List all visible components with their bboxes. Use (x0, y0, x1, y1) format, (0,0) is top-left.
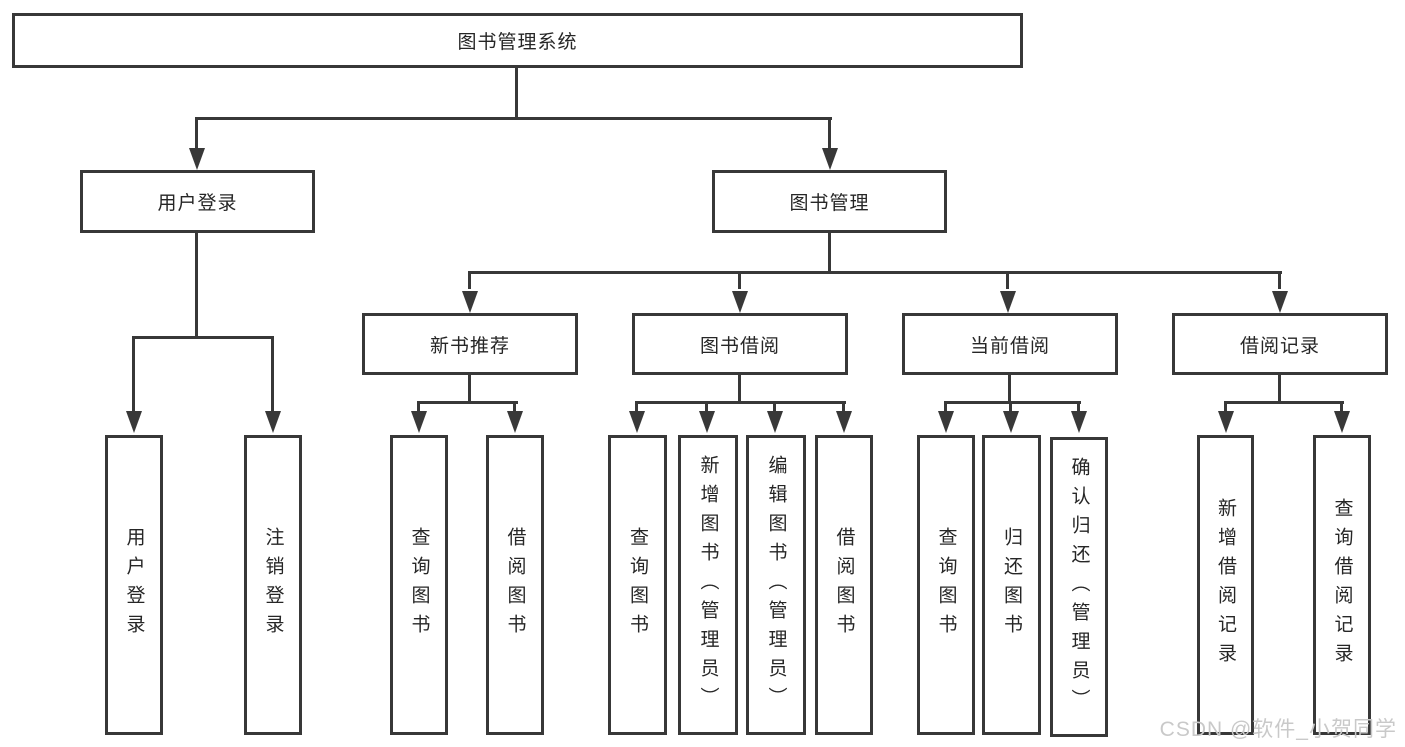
node-user-login: 用户登录 (80, 170, 315, 233)
arrow-down-icon (732, 291, 748, 313)
connector-drop-leaf (417, 403, 420, 413)
leaf-logout: 注销登录 (244, 435, 302, 735)
connector-current-borrow-branch (944, 401, 1081, 404)
connector-drop-leaf (1077, 403, 1080, 413)
leaf-return-books: 归还图书 (982, 435, 1041, 735)
connector-drop-book-mgmt (828, 118, 831, 150)
node-book-management: 图书管理 (712, 170, 947, 233)
connector-drop-leaf (944, 403, 947, 413)
arrow-down-icon (767, 411, 783, 433)
leaf-user-login: 用户登录 (105, 435, 163, 735)
leaf-label: 查询图书 (627, 527, 648, 643)
leaf-query-books-recommend: 查询图书 (390, 435, 448, 735)
leaf-label: 查询借阅记录 (1331, 498, 1353, 672)
leaf-confirm-return-admin: 确认归还（管理员） (1050, 437, 1108, 737)
arrow-down-icon (1272, 291, 1288, 313)
leaf-query-borrow-record: 查询借阅记录 (1313, 435, 1371, 735)
arrow-down-icon (836, 411, 852, 433)
leaf-add-borrow-record: 新增借阅记录 (1197, 435, 1254, 735)
connector-drop-new-book (468, 273, 471, 289)
connector-drop-book-borrow (738, 273, 741, 289)
node-current-borrowing: 当前借阅 (902, 313, 1118, 375)
connector-drop-login-leaf (132, 338, 135, 412)
node-label: 用户登录 (157, 193, 238, 214)
connector-drop-borrow-record (1278, 273, 1281, 289)
connector-book-mgmt-stub (828, 233, 831, 273)
arrow-down-icon (265, 411, 281, 433)
node-label: 图书借阅 (699, 335, 780, 357)
leaf-borrow-books-recommend: 借阅图书 (486, 435, 544, 735)
connector-drop-leaf (635, 403, 638, 413)
leaf-label: 归还图书 (1001, 527, 1022, 643)
arrow-down-icon (126, 411, 142, 433)
leaf-borrow-books-borrowing: 借阅图书 (815, 435, 873, 735)
arrow-down-icon (629, 411, 645, 433)
connector-drop-leaf (705, 403, 708, 413)
leaf-label: 查询图书 (935, 527, 957, 643)
connector-book-mgmt-branch (468, 271, 1282, 274)
leaf-add-book-admin: 新增图书（管理员） (678, 435, 738, 735)
connector-drop-current-borrow (1006, 273, 1009, 289)
arrow-down-icon (507, 411, 523, 433)
leaf-label: 编辑图书（管理员） (765, 454, 787, 716)
leaf-label: 确认归还（管理员） (1068, 456, 1090, 718)
leaf-label: 新增图书（管理员） (697, 454, 719, 716)
connector-book-borrow-stub (738, 375, 741, 403)
connector-root-branch (195, 117, 832, 120)
connector-drop-logout-leaf (271, 338, 274, 412)
leaf-label: 借阅图书 (833, 527, 855, 643)
connector-drop-leaf (1009, 403, 1012, 413)
connector-borrow-record-stub (1278, 375, 1281, 403)
connector-drop-leaf (1224, 403, 1227, 413)
arrow-down-icon (699, 411, 715, 433)
node-label: 借阅记录 (1239, 335, 1320, 357)
csdn-watermark: CSDN @软件_小贺同学 (1159, 718, 1397, 741)
leaf-label: 用户登录 (123, 527, 145, 643)
arrow-down-icon (462, 291, 478, 313)
arrow-down-icon (411, 411, 427, 433)
node-label: 新书推荐 (429, 335, 510, 357)
node-book-borrowing: 图书借阅 (632, 313, 848, 375)
node-new-book-recommend: 新书推荐 (362, 313, 578, 375)
node-borrowing-records: 借阅记录 (1172, 313, 1388, 375)
connector-book-borrow-branch (635, 401, 846, 404)
arrow-down-icon (1003, 411, 1019, 433)
node-label: 图书管理系统 (457, 32, 578, 53)
connector-new-book-branch (417, 401, 518, 404)
arrow-down-icon (1334, 411, 1350, 433)
connector-drop-leaf (773, 403, 776, 413)
arrow-down-icon (189, 148, 205, 170)
connector-drop-user-login (195, 118, 198, 150)
arrow-down-icon (938, 411, 954, 433)
connector-user-login-branch (132, 336, 274, 339)
connector-drop-leaf (1340, 403, 1343, 413)
node-label: 当前借阅 (969, 335, 1050, 357)
arrow-down-icon (1218, 411, 1234, 433)
connector-drop-leaf (842, 403, 845, 413)
connector-drop-leaf (513, 403, 516, 413)
arrow-down-icon (822, 148, 838, 170)
connector-root-stub (515, 68, 518, 118)
leaf-label: 新增借阅记录 (1215, 498, 1236, 672)
node-label: 图书管理 (789, 193, 870, 214)
connector-user-login-stub (195, 233, 198, 338)
leaf-label: 借阅图书 (504, 527, 526, 643)
leaf-query-books-current: 查询图书 (917, 435, 975, 735)
connector-current-borrow-stub (1008, 375, 1011, 403)
arrow-down-icon (1000, 291, 1016, 313)
leaf-label: 注销登录 (262, 527, 284, 643)
connector-new-book-stub (468, 375, 471, 403)
leaf-label: 查询图书 (408, 527, 430, 643)
node-library-management-system: 图书管理系统 (12, 13, 1023, 68)
connector-borrow-record-branch (1224, 401, 1344, 404)
arrow-down-icon (1071, 411, 1087, 433)
leaf-query-books-borrowing: 查询图书 (608, 435, 667, 735)
leaf-edit-book-admin: 编辑图书（管理员） (746, 435, 806, 735)
